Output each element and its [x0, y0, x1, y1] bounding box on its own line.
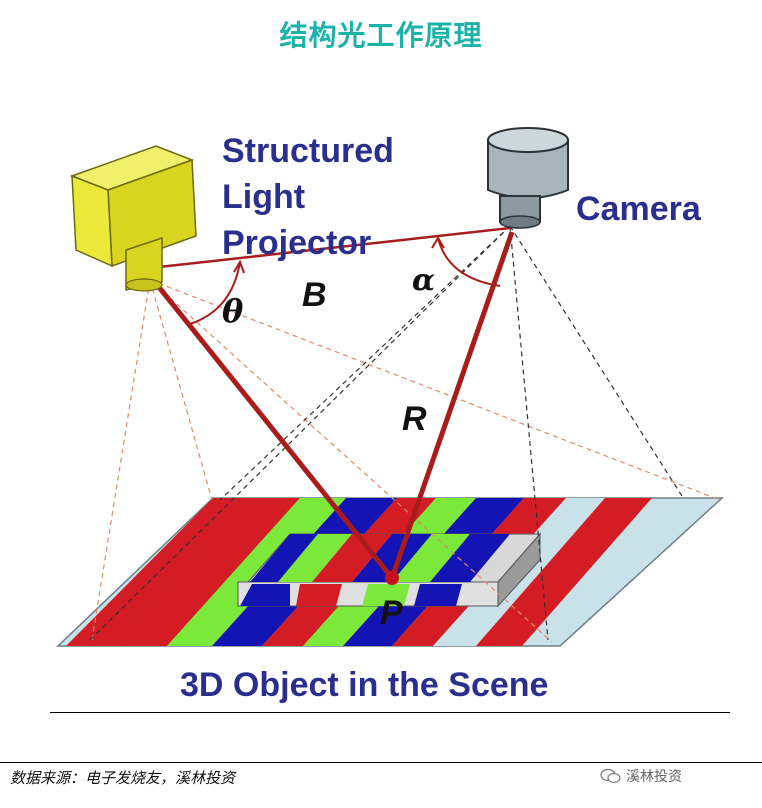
scene-object [237, 532, 542, 608]
theta-arc [189, 261, 241, 325]
stripe-red-5 [476, 498, 652, 646]
watermark-text: 溪林投资 [626, 769, 682, 785]
stripe-red-2 [126, 498, 300, 646]
source-note: 数据来源：电子发烧友，溪林投资 [10, 769, 236, 787]
footer-divider [0, 762, 762, 763]
projector-label-line-2: Light [222, 178, 305, 216]
stripe-red-1 [66, 498, 266, 646]
projector-ray [148, 274, 394, 580]
structured-light-diagram: Structured Light Projector Camera θ α B … [56, 127, 724, 704]
projector-icon [69, 145, 197, 292]
baseline-label: B [302, 276, 327, 314]
range-label: R [402, 400, 427, 438]
scene-caption: 3D Object in the Scene [180, 666, 548, 704]
projector-label-line-3: Projector [222, 224, 371, 262]
alpha-arc [437, 237, 501, 287]
baseline-line [149, 226, 511, 270]
alpha-label: α [412, 263, 435, 298]
page-title: 结构光工作原理 [279, 19, 483, 52]
camera-ray [389, 231, 515, 579]
point-p-marker [385, 571, 399, 585]
wechat-icon [600, 768, 621, 784]
camera-icon [487, 127, 569, 229]
point-label: P [380, 594, 403, 632]
caption-divider [50, 712, 730, 713]
theta-label: θ [222, 292, 244, 330]
projector-label-line-1: Structured [222, 132, 394, 170]
camera-label: Camera [576, 190, 702, 228]
